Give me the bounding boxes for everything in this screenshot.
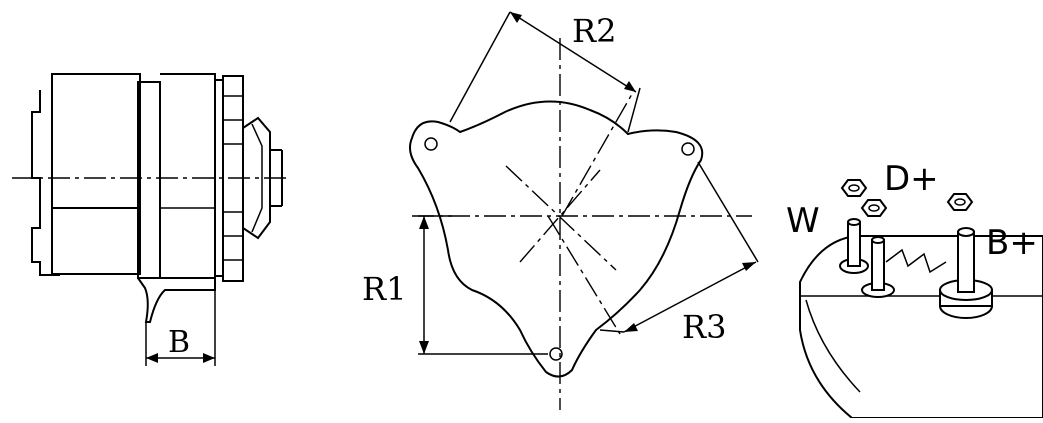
stator-housing bbox=[51, 73, 141, 275]
stator-band bbox=[137, 81, 161, 279]
terminal-block: W D+ B+ bbox=[786, 159, 1043, 419]
mounting-hole-left bbox=[424, 137, 438, 151]
dimension-r2-line bbox=[509, 11, 637, 93]
housing-step bbox=[885, 248, 947, 274]
hex-nut bbox=[860, 199, 888, 217]
terminal-w-label: W bbox=[786, 201, 820, 241]
dimension-b-label: B bbox=[168, 325, 190, 360]
pulley bbox=[242, 116, 271, 240]
b-plus-terminal-stud bbox=[957, 231, 975, 293]
mounting-pattern: R1 R2 R3 bbox=[362, 11, 759, 410]
dimension-r2-label: R2 bbox=[572, 12, 616, 50]
mounting-plate-outline bbox=[409, 100, 704, 378]
rear-cover bbox=[31, 90, 60, 276]
terminal-d-plus-label: D+ bbox=[884, 159, 939, 199]
hex-nut bbox=[840, 179, 868, 197]
dimension-r3-label: R3 bbox=[682, 308, 726, 346]
mounting-hole-bottom bbox=[549, 347, 563, 361]
dimension-r1-label: R1 bbox=[362, 270, 406, 308]
mounting-foot bbox=[137, 277, 216, 323]
dimension-r3-line bbox=[623, 261, 757, 333]
hex-nut bbox=[946, 193, 974, 211]
front-housing bbox=[160, 73, 216, 279]
alternator-side-view: B bbox=[12, 73, 290, 366]
w-terminal-stud bbox=[847, 221, 861, 267]
mounting-hole-right bbox=[681, 142, 695, 156]
d-plus-terminal-stud bbox=[871, 239, 885, 291]
terminal-housing bbox=[799, 235, 1043, 419]
terminal-b-plus-label: B+ bbox=[986, 223, 1038, 263]
